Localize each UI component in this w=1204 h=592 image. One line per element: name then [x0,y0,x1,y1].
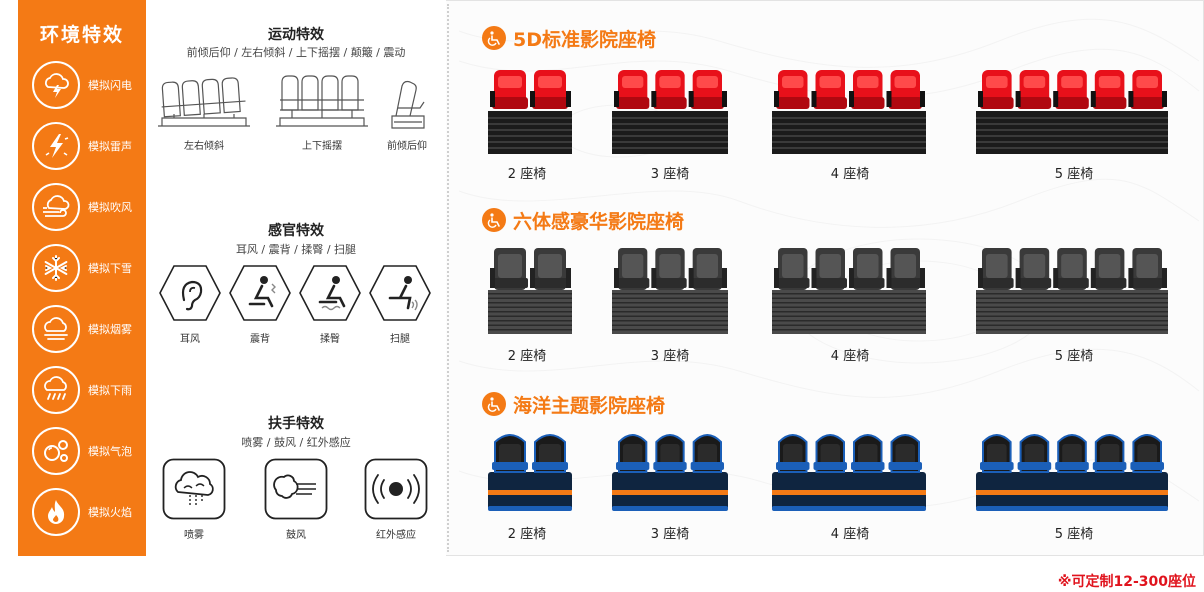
motion-effects-title: 运动特效 [268,27,324,43]
category-title: 5D标准影院座椅 [513,28,656,51]
red-seat-5-image [976,70,1168,154]
customization-note: ※可定制12-300座位 [1057,574,1196,590]
armrest-effects-title: 扶手特效 [268,416,324,432]
motion-effects-subtitle: 前倾后仰 / 左右倾斜 / 上下摇摆 / 颠簸 / 震动 [186,46,406,59]
armrest-caption: 鼓风 [286,530,306,541]
accessible-seat-icon [482,392,506,416]
env-label: 模拟气泡 [88,445,132,458]
env-label: 模拟吹风 [88,201,132,214]
category-header-six-motion: 六体感豪华影院座椅 [482,207,684,233]
red-seat-2-image [488,70,572,154]
seat-caption: 5 座椅 [1054,527,1094,542]
sensory-effects-subtitle: 耳风 / 震背 / 揉臀 / 扫腿 [235,243,357,256]
environment-effects-sidebar: 环境特效 模拟闪电 模拟雷声 模拟吹风 模拟下雪 [18,0,146,556]
seat-caption: 3 座椅 [650,167,690,182]
dark-seat-5-image [976,248,1168,334]
seat-caption: 3 座椅 [650,349,690,364]
dark-seat-3-image [612,248,728,334]
sensory-caption: 耳风 [180,334,200,345]
category-title: 六体感豪华影院座椅 [513,210,685,233]
rain-icon [32,366,80,414]
blue-seat-3-image [612,434,728,511]
spray-icon [162,458,226,520]
environment-effects-title: 环境特效 [39,24,124,46]
seat-caption: 2 座椅 [507,527,547,542]
hip-massage-icon [299,265,361,321]
motion-tilt-diagram [158,77,250,127]
category-header-5d-standard: 5D标准影院座椅 [482,25,656,51]
motion-pitch-diagram [391,80,425,129]
env-item-snow: 模拟下雪 [32,243,146,293]
accessible-seat-icon [482,26,506,50]
env-item-lightning: 模拟闪电 [32,60,146,110]
seat-caption: 5 座椅 [1054,167,1094,182]
blue-seat-4-image [772,434,926,511]
armrest-caption: 喷雾 [184,530,204,541]
seat-caption: 2 座椅 [507,167,547,182]
env-label: 模拟闪电 [88,79,132,92]
lightning-cloud-icon [32,61,80,109]
motion-caption: 前倾后仰 [387,141,427,152]
env-label: 模拟下雨 [88,384,132,397]
bubbles-icon [32,427,80,475]
env-label: 模拟烟雾 [88,323,132,336]
wind-icon [32,183,80,231]
category-title: 海洋主题影院座椅 [513,394,666,417]
dark-seat-4-image [772,248,926,334]
feature-effects-column: 运动特效 前倾后仰 / 左右倾斜 / 上下摇摆 / 颠簸 / 震动 [146,0,446,556]
dark-seat-2-image [488,248,572,334]
sensory-effects-title: 感官特效 [268,223,324,239]
red-seat-4-image [772,70,926,154]
env-item-thunder: 模拟雷声 [32,121,146,171]
sensory-caption: 震背 [250,334,270,345]
env-item-rain: 模拟下雨 [32,365,146,415]
env-label: 模拟雷声 [88,140,132,153]
thunder-bolt-icon [32,122,80,170]
sensory-caption: 揉臀 [320,334,340,345]
seat-caption: 4 座椅 [830,167,870,182]
seat-caption: 5 座椅 [1054,349,1094,364]
seat-caption: 4 座椅 [830,527,870,542]
accessible-seat-icon [482,208,506,232]
seat-caption: 3 座椅 [650,527,690,542]
flame-icon [32,488,80,536]
seat-caption: 4 座椅 [830,349,870,364]
seat-caption: 2 座椅 [507,349,547,364]
snowflake-icon [32,244,80,292]
blue-seat-5-image [976,434,1168,511]
motion-caption: 左右倾斜 [184,141,224,152]
ear-wind-icon [159,265,221,321]
air-blow-icon [264,458,328,520]
motion-updown-diagram [276,75,368,127]
sensory-caption: 扫腿 [390,334,410,345]
leg-sweep-icon [369,265,431,321]
column-divider [447,4,449,552]
env-item-bubbles: 模拟气泡 [32,426,146,476]
env-item-flame: 模拟火焰 [32,487,146,537]
env-label: 模拟火焰 [88,506,132,519]
blue-seat-2-image [488,434,572,511]
motion-caption: 上下摇摆 [302,141,342,152]
category-header-ocean-theme: 海洋主题影院座椅 [482,391,665,417]
fog-icon [32,305,80,353]
red-seat-3-image [612,70,728,154]
armrest-effects-subtitle: 喷雾 / 鼓风 / 红外感应 [241,436,351,449]
env-item-wind: 模拟吹风 [32,182,146,232]
env-item-fog: 模拟烟雾 [32,304,146,354]
armrest-caption: 红外感应 [376,530,416,541]
infrared-sensor-icon [364,458,428,520]
back-vibration-icon [229,265,291,321]
env-label: 模拟下雪 [88,262,132,275]
